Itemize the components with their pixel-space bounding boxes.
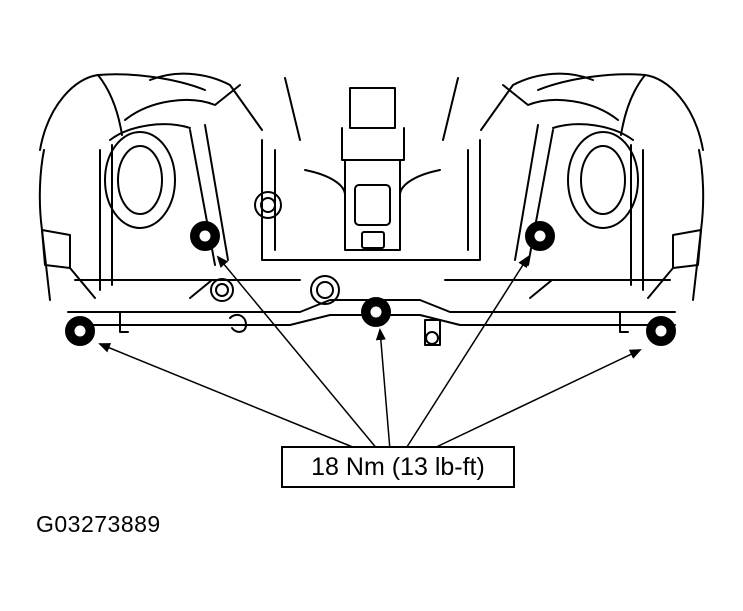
bolt-right-inner: [525, 221, 555, 251]
bolt-center: [361, 297, 391, 327]
bolt-left-outer: [65, 316, 95, 346]
leader-line-right-inner: [404, 255, 530, 451]
torque-spec-callout: 18 Nm (13 lb-ft): [281, 446, 515, 488]
leader-line-right-outer: [429, 349, 642, 451]
figure-id: G03273889: [36, 511, 161, 537]
manifold-outline: [38, 72, 705, 346]
torque-spec-label: 18 Nm (13 lb-ft): [311, 452, 485, 481]
leader-line-left-outer: [98, 343, 361, 451]
leader-line-left-inner: [216, 255, 379, 451]
leader-line-center: [375, 328, 391, 451]
leader-lines: [98, 255, 642, 451]
bolt-right-outer: [646, 316, 676, 346]
bolt-left-inner: [190, 221, 220, 251]
